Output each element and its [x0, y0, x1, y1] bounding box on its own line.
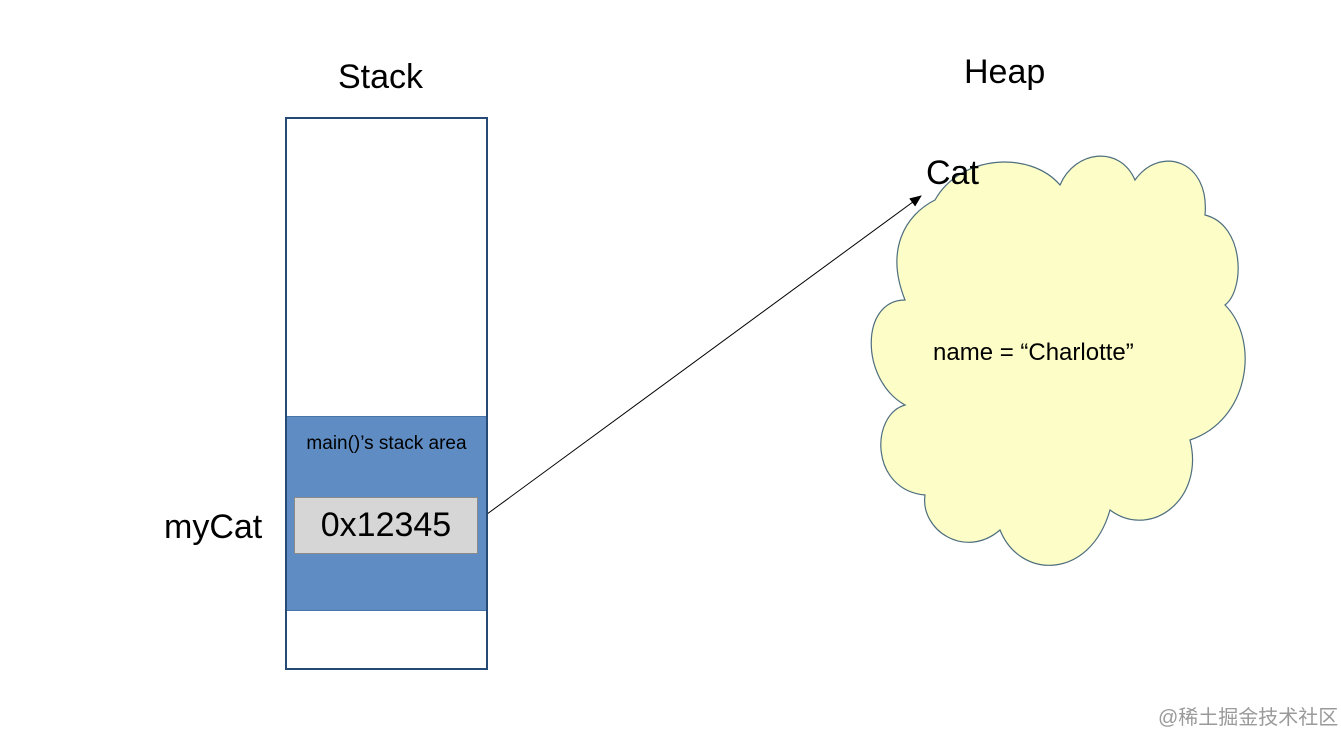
watermark: @稀土掘金技术社区: [1158, 707, 1339, 729]
stack-title: Stack: [338, 58, 424, 96]
heap-object-field: name = “Charlotte”: [933, 339, 1134, 366]
stack-frame-label: main()’s stack area: [306, 433, 467, 454]
reference-value-cell: 0x12345: [294, 497, 478, 554]
heap-title: Heap: [964, 53, 1046, 91]
heap-object-cloud: [870, 155, 1246, 566]
stack-frame-main: main()’s stack area 0x12345: [287, 416, 486, 611]
heap-object-type-label: Cat: [926, 154, 979, 192]
reference-arrow: [467, 195, 922, 529]
variable-name-label: myCat: [164, 508, 263, 546]
stack-column: main()’s stack area 0x12345: [285, 117, 488, 670]
